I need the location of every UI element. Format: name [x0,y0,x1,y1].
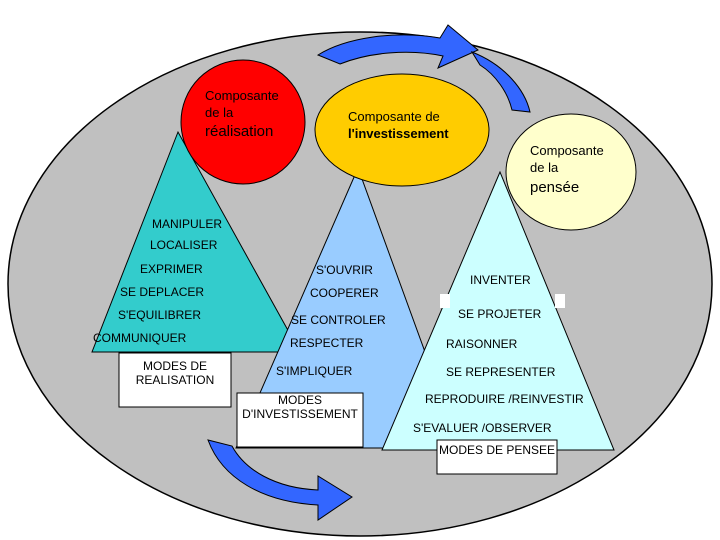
investissement-box-label: MODES D'INVESTISSEMENT [242,393,358,421]
realisation-item-localiser: LOCALISER [150,238,218,252]
investissement-item-respecter: RESPECTER [290,336,364,350]
investissement-box-rect [236,392,364,448]
pensee-caption-line3: pensée [530,179,580,196]
top-cycle-arrow-tail [470,50,531,113]
pensee-item-se-projeter: SE PROJETER [458,307,542,321]
top-cycle-arrow [316,24,479,69]
realisation-caption-line3: réalisation [205,123,274,140]
investissement-item-se-controler: SE CONTROLER [291,313,386,327]
realisation-circle [180,59,306,185]
investissement-circle [314,73,490,187]
pensee-caption-line2: de la [530,160,559,175]
realisation-caption-line2: de la [205,105,234,120]
realisation-item-s-equilibrer: S'EQUILIBRER [118,308,201,322]
investissement-item-s-impliquer: S'IMPLIQUER [276,364,353,378]
investissement-triangle [235,166,461,449]
realisation-triangle [91,130,301,353]
realisation-item-se-deplacer: SE DEPLACER [120,285,205,299]
investissement-item-cooperer: COOPERER [310,286,379,300]
pensee-item-reproduire-reinvestir: REPRODUIRE /REINVESTIR [425,392,584,406]
pensee-item-raisonner: RAISONNER [446,337,518,351]
pensee-circle [505,113,637,231]
investissement-item-s-ouvrir: S'OUVRIR [316,263,373,277]
pensee-item-se-representer: SE REPRESENTER [446,365,556,379]
pensee-caption-line1: Composante [530,143,604,158]
realisation-box-label: MODES DE REALISATION [135,359,215,387]
pensee-item-inventer: INVENTER [470,273,531,287]
pensee-item-s-evaluer-observer: S'EVALUER /OBSERVER [413,421,552,435]
realisation-item-manipuler: MANIPULER [152,217,223,231]
realisation-item-communiquer: COMMUNIQUER [93,331,187,345]
realisation-caption-line1: Composante [205,88,279,103]
investissement-caption-line2: l'investissement [348,126,449,141]
white-strip-right [555,294,565,308]
pensee-box-label: MODES DE PENSEE [438,443,556,457]
investissement-caption-line1: Composante de [348,109,440,124]
realisation-box-rect [118,352,232,408]
pensee-box-rect [436,439,558,475]
realisation-item-exprimer: EXPRIMER [140,262,203,276]
bottom-cycle-arrow [207,439,353,521]
white-strip-left [440,294,450,308]
